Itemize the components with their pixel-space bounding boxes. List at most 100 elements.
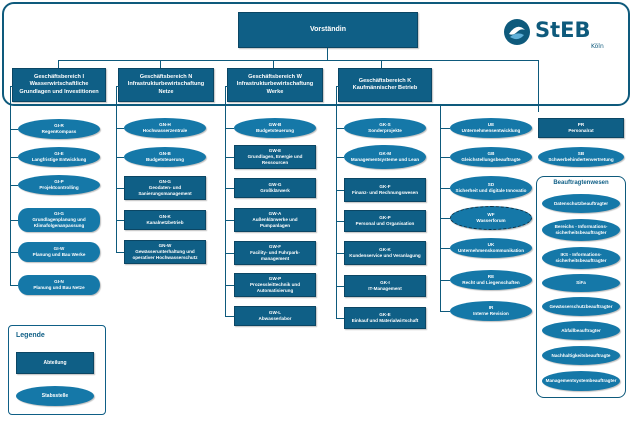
box-text: RE	[487, 274, 495, 280]
connector	[440, 188, 450, 189]
box-text: GK-S	[379, 122, 391, 128]
box-text: SD	[487, 182, 495, 188]
box-text: Wasserforum	[476, 218, 506, 223]
connector	[381, 60, 382, 68]
connector	[440, 128, 450, 129]
connector	[225, 316, 234, 317]
box-text: GI-P	[54, 179, 64, 185]
box-text: Unternehmensentwicklung	[461, 128, 521, 133]
box-text: GW-F	[268, 244, 282, 250]
box-text: Stabsstelle	[41, 392, 69, 399]
connector	[10, 86, 11, 286]
box-text: Projektcontrolling	[39, 185, 79, 190]
box-text: GN-H	[159, 122, 171, 128]
connector	[440, 106, 441, 311]
box-text: Personalrat	[568, 128, 594, 133]
connector	[225, 128, 234, 129]
box-text: GK-F	[379, 184, 391, 190]
box-text: WF	[487, 212, 495, 218]
beauftragter-item: IKS - Informations-sicherheitsbeauftragt…	[542, 247, 620, 269]
box-text: Gleichstellungsbeauftragte	[461, 157, 521, 162]
connector	[225, 220, 234, 221]
connector	[440, 218, 450, 219]
gb-n-box: Geschäftsbereich N Infrastrukturbewirtsc…	[118, 68, 214, 102]
connector	[336, 157, 344, 158]
connector	[440, 248, 450, 249]
box-text: Hochwasserzentrale	[142, 128, 188, 133]
box-text: Abteilung	[43, 359, 67, 366]
box-text: IT-Management	[368, 286, 402, 291]
connector	[336, 253, 344, 254]
connector	[116, 86, 119, 87]
gb-title: Geschäftsbereich N	[139, 74, 193, 81]
beauftragter-item: Abfallbeauftragter	[542, 321, 620, 340]
beauftragter-item: SiFa	[542, 274, 620, 292]
box-text: PR	[577, 122, 585, 128]
connector	[116, 220, 124, 221]
box-text: GI-W	[53, 246, 65, 252]
box-text: GN-W	[158, 243, 172, 249]
box-text: Kanalnetzbetrieb	[146, 220, 184, 225]
connector	[116, 188, 124, 189]
box-text: Interne Revision	[473, 311, 509, 316]
connector	[538, 60, 539, 112]
box-text: GI-E	[54, 151, 64, 157]
connector	[10, 185, 18, 186]
steb-logo: StEB Köln	[503, 14, 613, 54]
box-text: GN-B	[159, 151, 171, 157]
box-text: Großklärwerk	[260, 188, 290, 193]
box-text: GW-P	[268, 276, 282, 282]
connector	[273, 60, 274, 68]
connector	[116, 86, 117, 253]
box-text: GN-K	[159, 214, 171, 220]
beauftragter-item: Managementsystembeauftragter	[542, 371, 620, 391]
box-text: Einkauf und Materialwirtschaft	[351, 318, 419, 323]
box-text: Geodaten- und Sanierungsmanagement	[138, 185, 192, 196]
connector	[160, 60, 161, 68]
connector	[58, 60, 59, 68]
box-text: Langfristige Entwicklung	[31, 157, 87, 162]
beauftragte-title: Beauftragtenwesen	[553, 180, 609, 186]
box-text: IR	[488, 305, 494, 311]
box-text: Facility- und Fuhrpark-management	[250, 250, 300, 261]
connector	[225, 253, 234, 254]
box-text: GI-G	[54, 211, 64, 217]
box-text: Nachhaltigkeitsbeauftragte	[551, 352, 611, 358]
connector	[336, 86, 339, 87]
connector	[440, 280, 450, 281]
box-text: Budgetsteuerung	[255, 128, 295, 133]
box-text: Finanz- und Rechnungswesen	[351, 190, 419, 195]
box-text: Datenschutzbeauftragter	[553, 200, 609, 206]
box-text: Unternehmenskommunikation	[457, 248, 525, 253]
top-box-vorstaendin: Vorständin	[238, 12, 418, 48]
box-text: SiFa	[576, 280, 586, 286]
logo-sub: Köln	[591, 43, 604, 50]
box-text: GI-R	[54, 123, 64, 129]
connector	[440, 157, 450, 158]
box-text: GW-A	[268, 211, 282, 217]
connector	[116, 128, 124, 129]
beauftragte-frame	[536, 176, 626, 398]
box-text: GN-G	[159, 179, 171, 185]
connector	[58, 60, 538, 61]
box-text: Grundlagen, Energie und Ressourcen	[247, 154, 303, 165]
beauftragter-item: Bereichs - Informations-sicherheitsbeauf…	[542, 219, 620, 241]
box-text: Personal und Organisation	[355, 221, 415, 226]
gb-w-box: Geschäftsbereich W Infrastrukturbewirtsc…	[227, 68, 323, 102]
gb-sub: Infrastrukturbewirtschaftung Werke	[236, 81, 314, 95]
connector	[116, 252, 124, 253]
beauftragter-item: Gewässerschutzbeauftragter	[542, 297, 620, 316]
connector	[10, 157, 18, 158]
